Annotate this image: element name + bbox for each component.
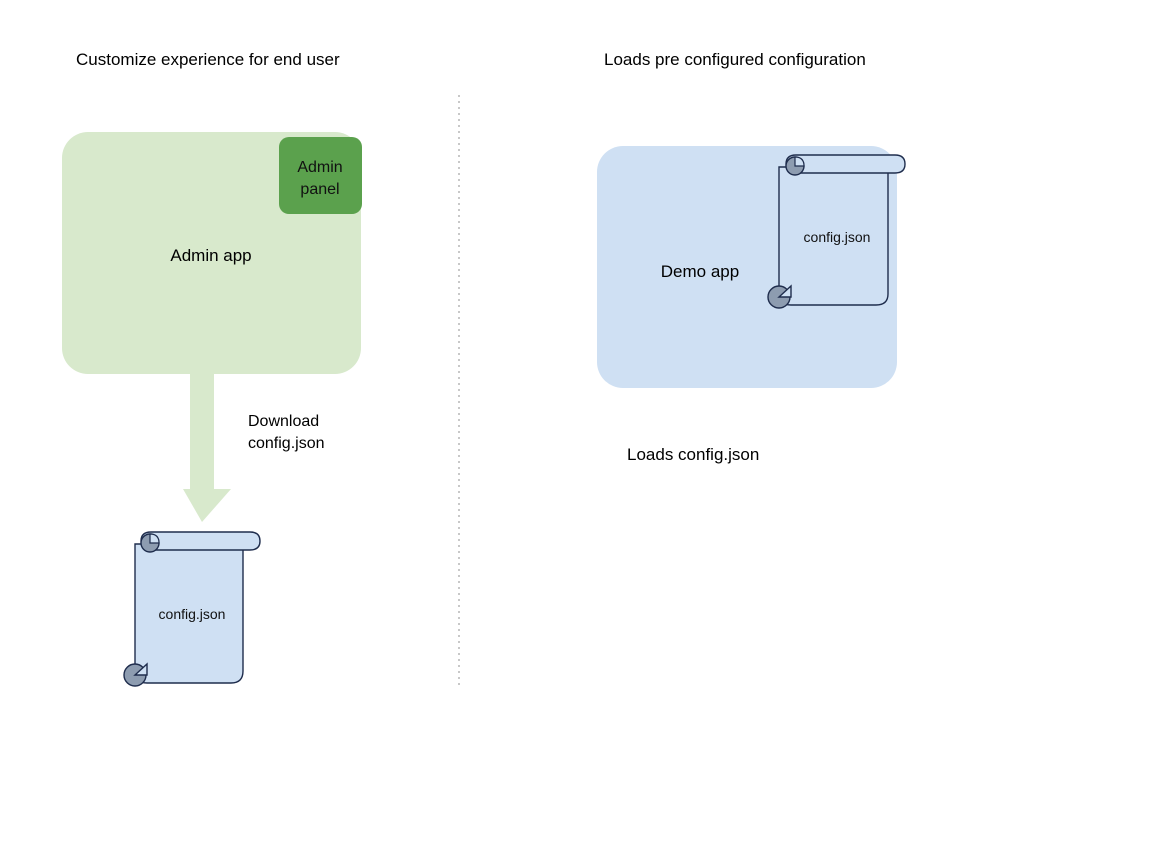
download-arrow-icon xyxy=(183,330,231,522)
right-config-document-label: config.json xyxy=(804,229,871,245)
left-panel-group: Customize experience for end user Downlo… xyxy=(62,50,362,687)
download-arrow-label-line1: Download xyxy=(248,413,319,430)
right-panel-heading: Loads pre configured configuration xyxy=(604,50,866,69)
left-panel-heading: Customize experience for end user xyxy=(76,50,340,69)
demo-app-node[interactable]: Demo app xyxy=(597,146,897,388)
document-top-roll xyxy=(140,531,261,551)
admin-app-label: Admin app xyxy=(170,246,251,265)
document-top-curl-notch xyxy=(149,533,160,544)
left-config-document-label: config.json xyxy=(159,606,226,622)
document-bottom-curl-notch xyxy=(133,662,148,676)
demo-app-box[interactable] xyxy=(597,146,897,388)
document-top-roll xyxy=(785,154,906,174)
admin-panel-badge-box[interactable] xyxy=(279,137,362,214)
admin-panel-badge-label-line1: Admin xyxy=(297,159,342,176)
demo-app-label: Demo app xyxy=(661,262,739,281)
right-panel-caption: Loads config.json xyxy=(627,445,759,464)
document-bottom-curl-notch xyxy=(777,284,792,298)
admin-panel-badge-label-line2: panel xyxy=(300,181,339,198)
download-arrow-group: Download config.json xyxy=(183,330,325,522)
left-config-document[interactable]: config.json xyxy=(123,531,261,687)
right-panel-group: Loads pre configured configuration Demo … xyxy=(597,50,906,464)
right-config-document[interactable]: config.json xyxy=(767,154,906,309)
document-top-curl-notch xyxy=(794,156,805,167)
admin-panel-badge[interactable]: Admin panel xyxy=(279,137,362,214)
download-arrow-label-line2: config.json xyxy=(248,435,325,452)
